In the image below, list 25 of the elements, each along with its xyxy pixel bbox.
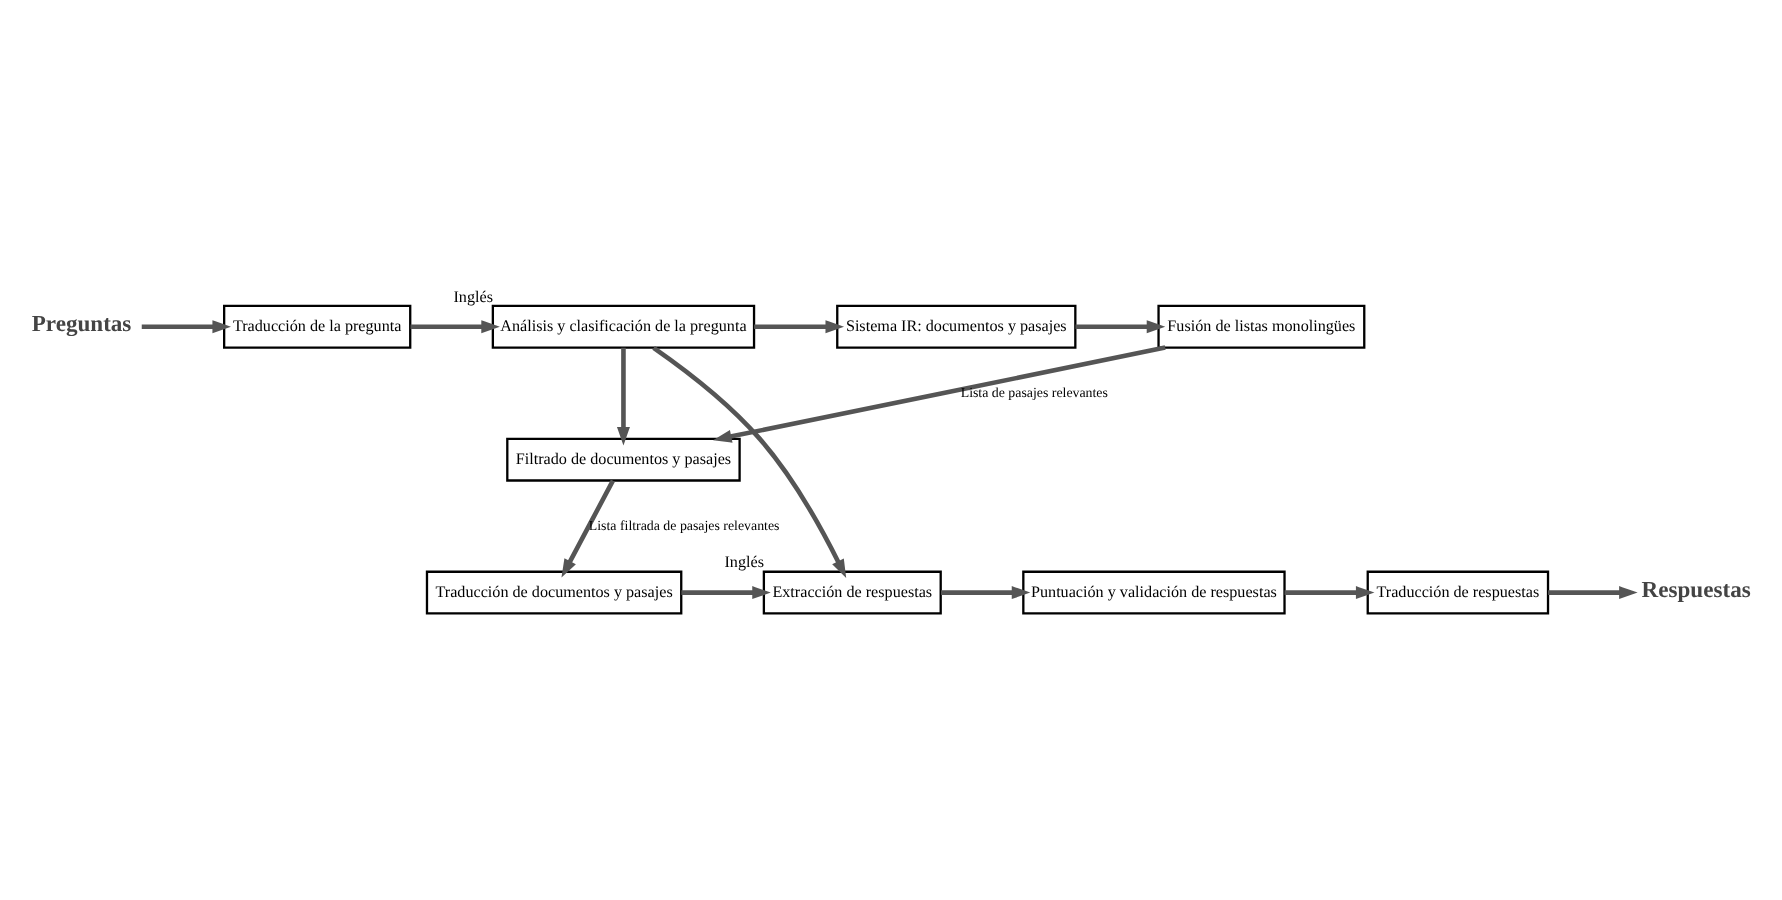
arrow: [652, 344, 847, 577]
arrow: [1548, 585, 1638, 599]
arrow: [1075, 319, 1166, 333]
arrow: [410, 319, 500, 333]
node-label: Inglés: [453, 286, 493, 305]
node-text: Respuestas: [1641, 578, 1751, 603]
arrow: [754, 319, 845, 333]
node-box: Sistema IR: documentos y pasajes: [836, 303, 1077, 348]
node-box: Traducción de la pregunta: [223, 303, 412, 348]
node-box: Extracción de respuestas: [762, 569, 942, 614]
arrow: [940, 585, 1031, 599]
arrow: [681, 585, 771, 599]
node-box: Puntuación y validación de respuestas: [1022, 569, 1286, 614]
arrow: [1284, 585, 1375, 599]
node-box: Filtrado de documentos y pasajes: [506, 436, 741, 481]
node-box: Traducción de respuestas: [1366, 569, 1550, 614]
arrow: [616, 346, 630, 445]
arrow: [561, 478, 615, 577]
node-text: Preguntas: [31, 312, 132, 337]
node-label: Inglés: [724, 552, 764, 571]
node-box: Análisis y clasificación de la pregunta: [491, 303, 756, 348]
node-box: Fusión de listas monolingües: [1157, 303, 1366, 348]
arrow: [141, 319, 231, 333]
arrow: [713, 344, 1166, 442]
node-box: Traducción de documentos y pasajes: [425, 569, 683, 614]
